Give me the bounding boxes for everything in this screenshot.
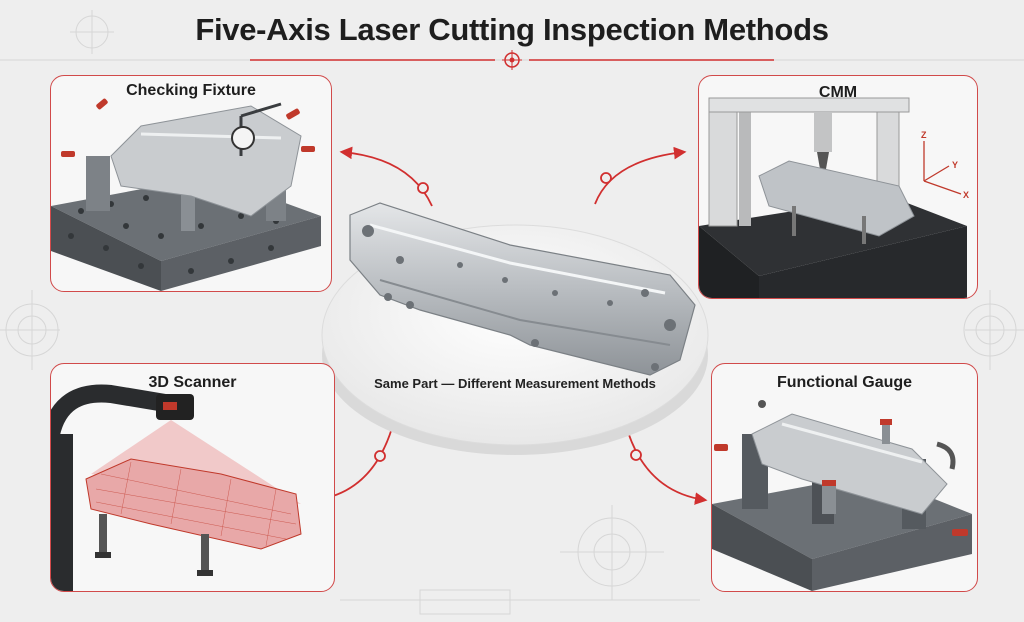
functional-gauge-image — [712, 400, 972, 591]
xyz-axis-icon — [923, 141, 962, 195]
panel-label-cmm: CMM — [818, 84, 858, 101]
panel-cmm: CMM Z Y X — [698, 75, 978, 299]
3d-scanner-image — [51, 384, 302, 591]
crosshair-target-icon — [502, 50, 522, 70]
panel-label-checking-fixture: Checking Fixture — [126, 82, 256, 99]
axis-x-label: X — [963, 190, 969, 200]
panel-functional-gauge: Functional Gauge — [711, 363, 978, 592]
center-turntable — [321, 202, 709, 455]
arrow-to-cmm — [594, 146, 687, 205]
center-caption: Same Part — Different Measurement Method… — [374, 376, 656, 391]
panel-label-3d-scanner: 3D Scanner — [148, 374, 237, 391]
cmm-image: Z Y X — [699, 97, 969, 298]
checking-fixture-image — [51, 98, 321, 291]
panel-3d-scanner: 3D Scanner — [50, 363, 335, 592]
page-title: Five-Axis Laser Cutting Inspection Metho… — [195, 12, 829, 47]
dial-gauge-icon — [231, 126, 255, 150]
bracket-part-image — [349, 202, 696, 376]
panel-checking-fixture: Checking Fixture — [50, 75, 332, 292]
panel-label-functional-gauge: Functional Gauge — [776, 374, 913, 391]
axis-z-label: Z — [921, 130, 927, 140]
title-underline — [250, 50, 774, 70]
arrow-to-checking-fixture — [339, 146, 433, 207]
arrow-to-functional-gauge — [627, 431, 708, 505]
axis-y-label: Y — [952, 160, 958, 170]
